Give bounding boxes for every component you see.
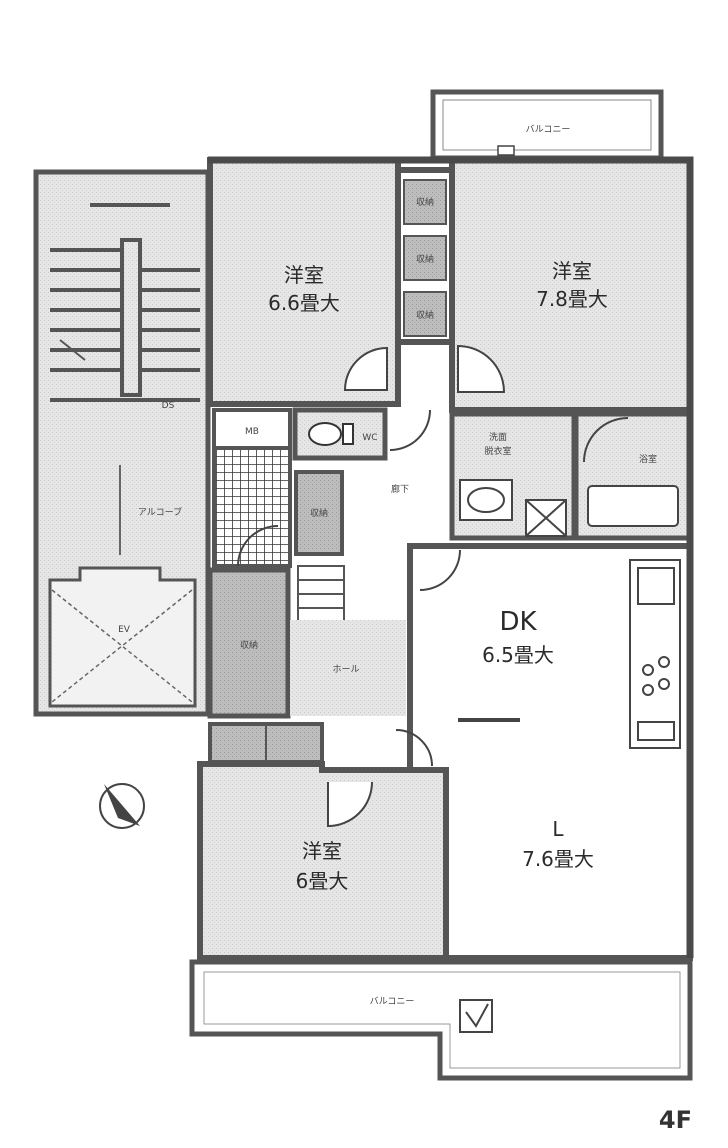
western-room-1-size: 6.6畳大 (268, 291, 340, 315)
top-balcony: バルコニー (430, 89, 664, 161)
western-room-2-name: 洋室 (552, 259, 592, 283)
steps (297, 565, 345, 623)
svg-text:収納: 収納 (416, 196, 434, 208)
svg-text:DS: DS (162, 401, 175, 411)
stairwell: DS アルコーブ EV (33, 169, 211, 717)
western-room-2-size: 7.8畳大 (536, 287, 608, 311)
western-room-3-size: 6畳大 (296, 869, 349, 893)
svg-text:収納: 収納 (310, 507, 328, 519)
western-room-2: 洋室 7.8畳大 (449, 157, 693, 413)
western-room-1: 洋室 6.6畳大 (207, 157, 401, 407)
svg-text:EV: EV (118, 625, 131, 635)
closet-room-3 (208, 722, 324, 764)
toilet: WC (292, 407, 431, 461)
living-dining-kitchen: DK 6.5畳大 L 7.6畳大 (395, 543, 693, 961)
hallway: ホール (290, 620, 406, 716)
utility-closet: MB (212, 408, 292, 450)
svg-text:アルコーブ: アルコーブ (138, 506, 182, 518)
bottom-balcony: バルコニー (189, 959, 693, 1081)
svg-text:廊下: 廊下 (391, 483, 409, 495)
svg-text:収納: 収納 (240, 639, 258, 651)
living-name: L (552, 817, 564, 841)
svg-text:バルコニー: バルコニー (526, 124, 571, 135)
svg-text:脱衣室: 脱衣室 (484, 445, 511, 457)
svg-text:バルコニー: バルコニー (370, 996, 415, 1007)
svg-text:収納: 収納 (416, 309, 434, 321)
svg-text:MB: MB (245, 427, 259, 437)
svg-text:収納: 収納 (416, 253, 434, 265)
svg-text:ホール: ホール (332, 664, 359, 675)
svg-text:WC: WC (362, 433, 377, 443)
shoe-closet: 収納 廊下 (294, 470, 409, 556)
floor-label: 4F (658, 1106, 692, 1134)
dk-size: 6.5畳大 (482, 643, 554, 667)
svg-text:浴室: 浴室 (639, 453, 657, 465)
washroom: 洗面 脱衣室 (449, 411, 577, 541)
storage-left: 収納 (207, 567, 291, 719)
living-size: 7.6畳大 (522, 847, 594, 871)
bathroom: 浴室 (573, 411, 693, 541)
western-room-3-name: 洋室 (302, 839, 342, 863)
entrance-tile (212, 446, 292, 568)
dk-name: DK (499, 607, 537, 637)
western-room-1-name: 洋室 (284, 263, 324, 287)
svg-text:洗面: 洗面 (489, 431, 507, 443)
western-room-3: 洋室 6畳大 (197, 761, 449, 961)
compass-icon (99, 783, 145, 829)
closet-stack: 収納 収納 収納 (395, 167, 455, 345)
outer-wall (208, 156, 694, 958)
